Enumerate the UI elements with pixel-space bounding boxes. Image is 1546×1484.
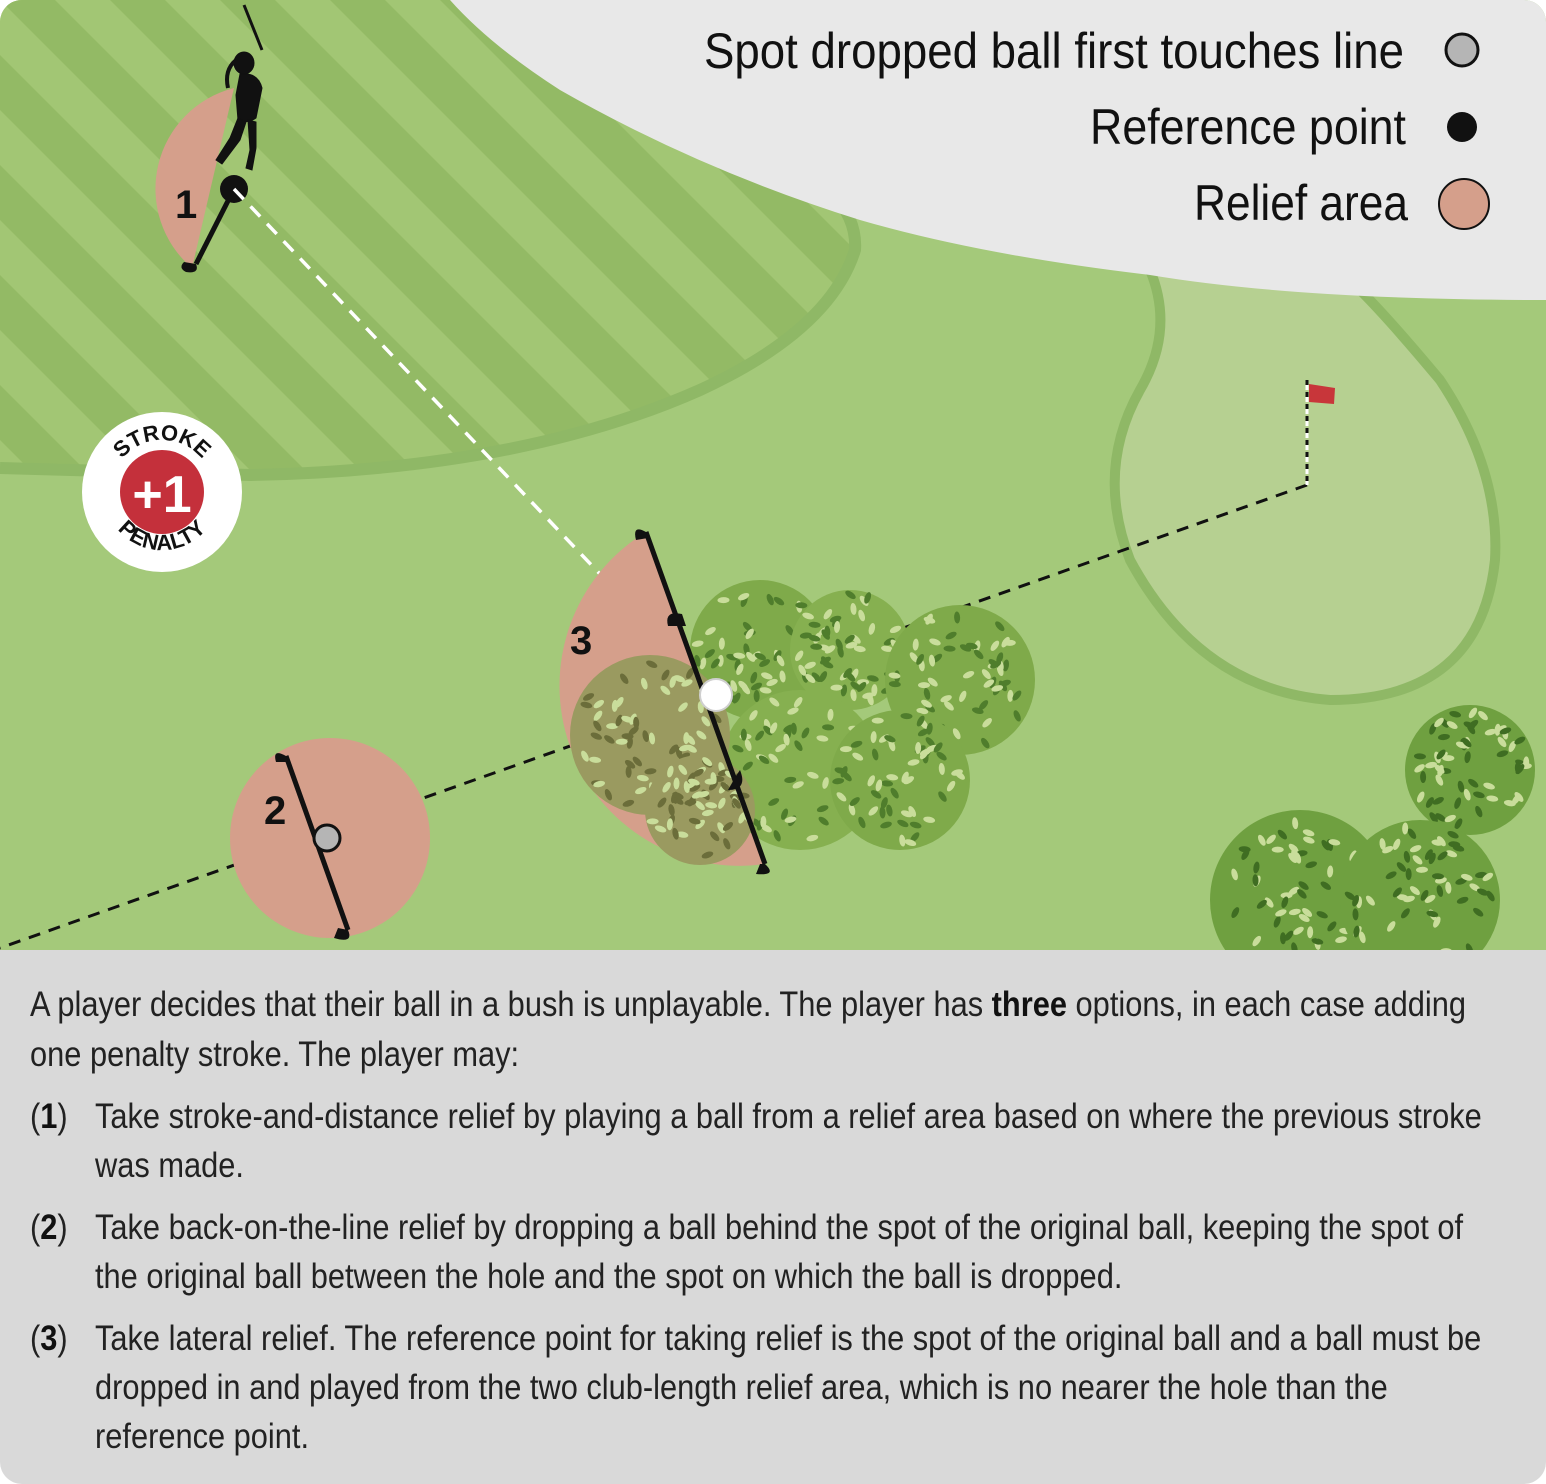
relief-area-1: [155, 88, 234, 268]
option-number: (3): [30, 1319, 68, 1358]
shrub-cluster: [830, 710, 970, 850]
shrub-cluster: [645, 755, 755, 865]
club-head-2b: [334, 928, 350, 940]
club-head-2a: [275, 753, 288, 762]
legend-label-relief: Relief area: [1194, 175, 1408, 231]
legend-label-drop-spot: Spot dropped ball first touches line: [704, 23, 1404, 79]
area-label-2: 2: [264, 789, 286, 833]
intro-before: A player decides that their ball in a bu…: [30, 985, 992, 1024]
legend-relief-icon: [1438, 178, 1490, 230]
shrub-cluster: [1405, 705, 1535, 835]
course-diagram: 1 3 2 +1: [0, 0, 1546, 950]
intro-paragraph: A player decides that their ball in a bu…: [30, 980, 1510, 1080]
golfer-silhouette: [215, 4, 264, 171]
intro-after: options, in each case adding one penalty…: [30, 985, 1466, 1074]
option-number: (2): [30, 1208, 68, 1247]
intro-bold: three: [991, 985, 1067, 1024]
legend-drop-spot-icon: [1444, 32, 1480, 68]
badge-value: +1: [132, 466, 191, 524]
club-length-1: [193, 187, 237, 266]
option-text: Take back-on-the-line relief by dropping…: [94, 1208, 1464, 1296]
shrub-cluster: [1340, 820, 1500, 950]
original-ball: [699, 678, 733, 712]
fairway-stripe: [0, 0, 245, 475]
option-number: (1): [30, 1097, 68, 1136]
fairway-stripe: [220, 0, 795, 475]
area-label-1: 1: [175, 183, 197, 227]
legend: Spot dropped ball first touches line Ref…: [704, 23, 1490, 231]
trees: [1210, 705, 1535, 950]
option-text: Take lateral relief. The reference point…: [94, 1319, 1482, 1456]
shrub-cluster: [790, 590, 910, 710]
penalty-badge: +1 STROKE PENALTY: [82, 412, 242, 572]
legend-reference-icon: [1447, 112, 1477, 142]
flag-pin: [1305, 380, 1335, 485]
fairway-stripe: [0, 0, 465, 475]
fairway-stripe: [0, 0, 355, 475]
option-text: Take stroke-and-distance relief by playi…: [94, 1097, 1482, 1185]
legend-backdrop: [450, 0, 1546, 300]
drop-spot-2: [312, 823, 342, 853]
legend-label-reference: Reference point: [1090, 99, 1406, 155]
bush: [570, 580, 1035, 865]
fairway-stripe: [440, 0, 856, 475]
area-label-3: 3: [570, 619, 592, 663]
fairway-stripe: [0, 0, 575, 475]
description-panel: [0, 950, 1546, 1484]
club-head-1: [181, 262, 197, 273]
